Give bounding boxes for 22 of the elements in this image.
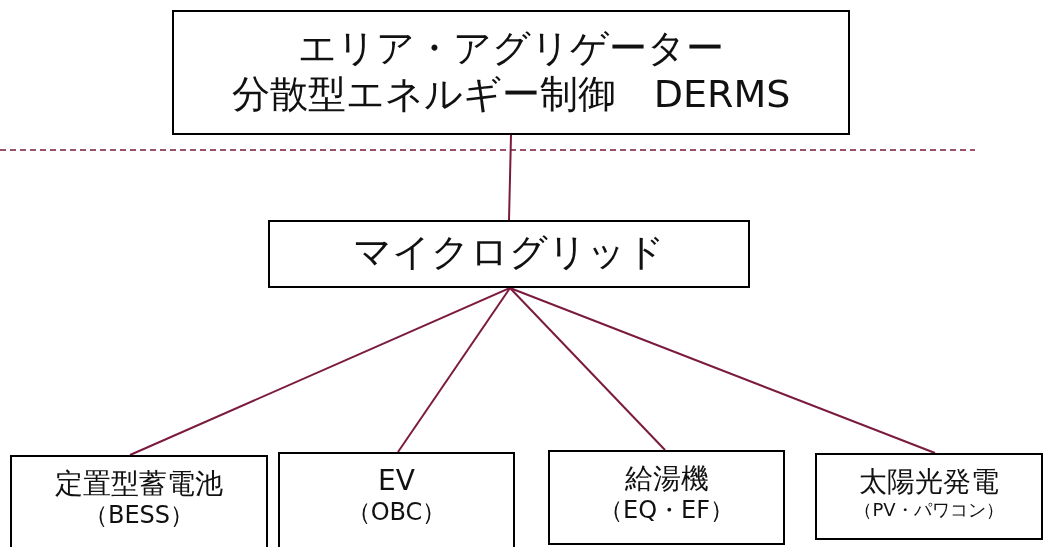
device-box [278, 452, 515, 547]
box-title: 定置型蓄電池 [55, 467, 223, 501]
connector-line [509, 287, 666, 451]
connector-line [509, 287, 936, 454]
box-title: エリア・アグリゲーター [298, 26, 724, 72]
connector-line [508, 134, 512, 221]
box-title: 給湯機 [624, 462, 709, 496]
box-title: 太陽光発電 [859, 465, 999, 499]
connector-line [129, 287, 511, 456]
device-box [548, 450, 785, 545]
box-subtitle: 分散型エネルギー制御 DERMS [231, 71, 791, 118]
box-title: EV [378, 464, 415, 498]
connector-line [397, 287, 511, 453]
box-subtitle: （PV・パワコン） [854, 498, 1004, 521]
box-subtitle: （OBC） [346, 497, 447, 527]
box-subtitle: （EQ・EF） [599, 495, 734, 525]
microgrid-box [268, 220, 750, 288]
box-title: マイクログリッド [353, 230, 665, 276]
device-box [815, 453, 1043, 540]
device-box [10, 455, 268, 547]
system-box [172, 10, 850, 135]
box-subtitle: （BESS） [83, 500, 195, 530]
